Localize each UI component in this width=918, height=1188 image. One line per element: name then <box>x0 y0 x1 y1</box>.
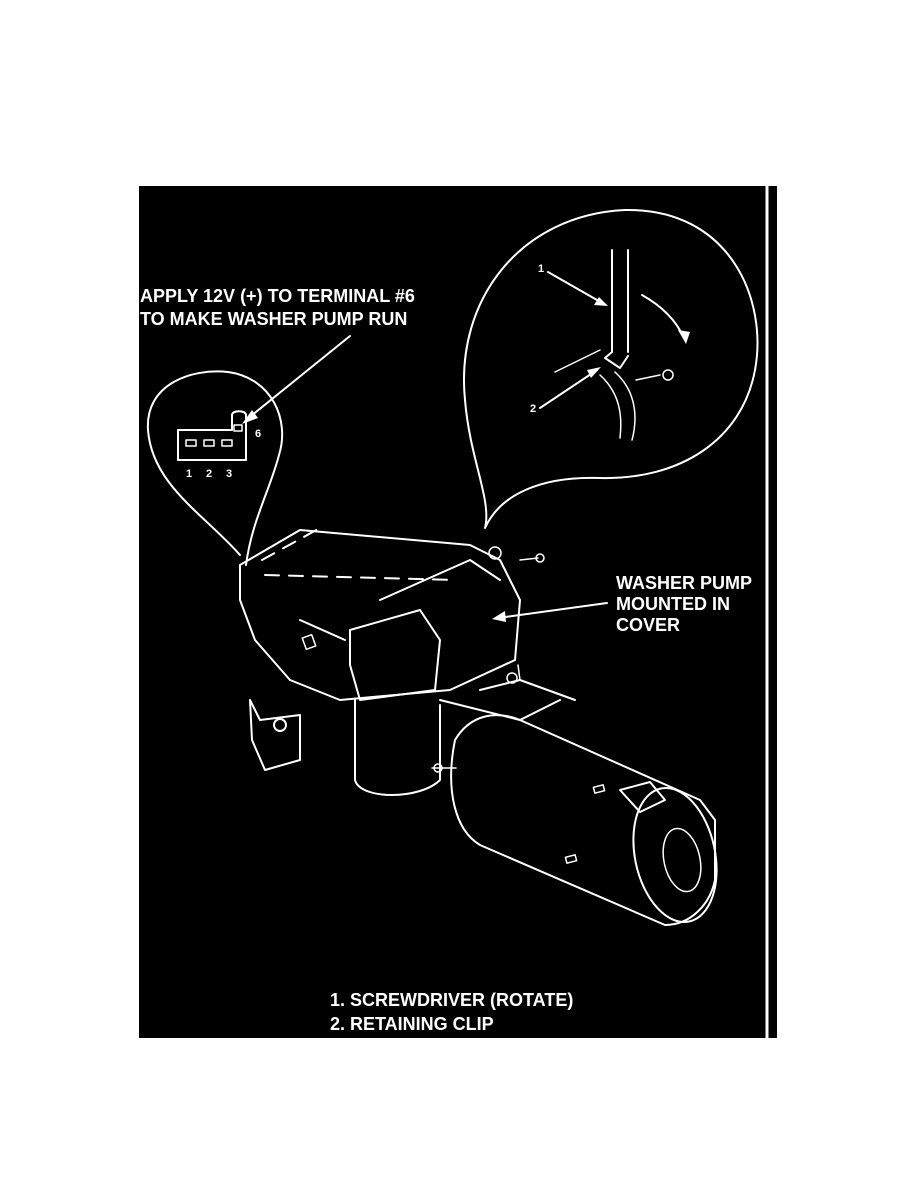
clip-detail-balloon <box>463 208 759 529</box>
motor-can <box>431 714 718 926</box>
detail-leader-2 <box>539 369 598 409</box>
connector-instruction-line1: APPLY 12V (+) TO TERMINAL #6 <box>140 286 415 306</box>
legend-item-1: 1. SCREWDRIVER (ROTATE) <box>330 990 573 1010</box>
terminal-label-2: 2 <box>206 468 212 480</box>
connector-detail-balloon <box>146 370 284 566</box>
connector-instruction-line2: TO MAKE WASHER PUMP RUN <box>140 309 407 329</box>
detail-mark-2: 2 <box>530 403 536 415</box>
pump-label-line1: WASHER PUMP <box>616 573 752 593</box>
retaining-clip <box>554 349 674 441</box>
legend-item-2: 2. RETAINING CLIP <box>330 1014 494 1034</box>
terminal-label-3: 3 <box>226 468 232 480</box>
detail-leader-1-arrowhead <box>594 297 608 306</box>
terminal-label-1: 1 <box>186 468 192 480</box>
detail-leader-1 <box>547 271 605 305</box>
pump-leader-arrowhead <box>492 611 506 622</box>
connector-housing <box>177 410 247 461</box>
connector-leader-arrow <box>245 335 351 421</box>
screwdriver-shaft <box>604 249 629 369</box>
pump-label-line2: MOUNTED IN <box>616 594 730 614</box>
detail-mark-1: 1 <box>538 263 544 275</box>
terminal-label-6: 6 <box>255 428 261 440</box>
rotate-direction-arrowhead <box>678 330 690 344</box>
detail-leader-2-arrowhead <box>587 367 601 378</box>
pump-leader-arrow <box>497 602 608 619</box>
pump-label-line3: COVER <box>616 615 680 635</box>
wiper-motor-assembly <box>239 527 576 796</box>
